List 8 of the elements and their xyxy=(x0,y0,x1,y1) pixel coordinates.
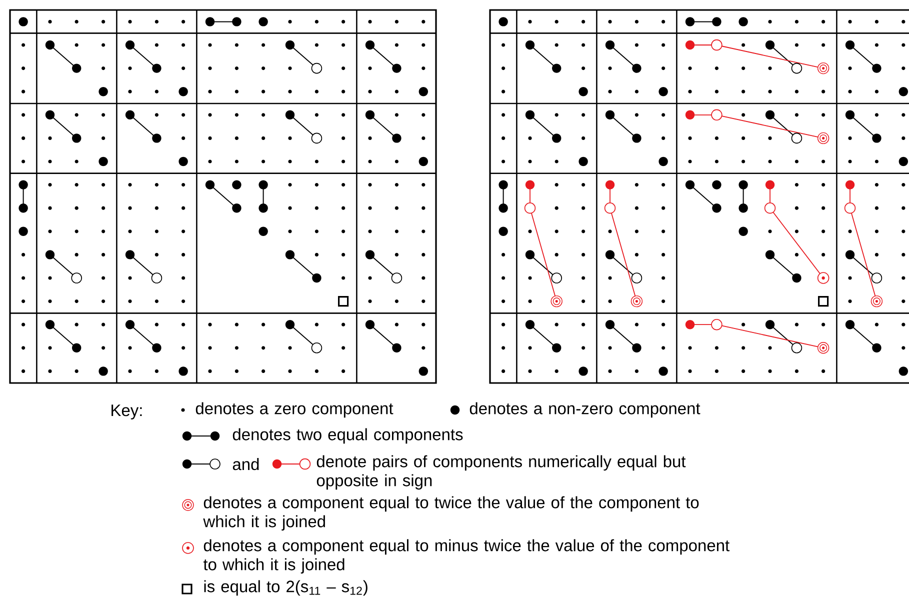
legend-label: denote pairs of components numerically equal but opposite in sign xyxy=(316,455,686,490)
legend-label: denotes a zero component xyxy=(196,402,394,418)
legend-label: denotes a component equal to twice the value of the component to which it is joined xyxy=(203,496,699,531)
legend-label: is equal to 2(s$_{11}$ – s$_{12}$) xyxy=(204,580,368,596)
legend-label: denotes two equal components xyxy=(232,428,463,444)
legend-label: denotes a non-zero component xyxy=(470,402,700,418)
key-text: and xyxy=(232,458,259,470)
key-heading: Key: xyxy=(112,404,142,420)
